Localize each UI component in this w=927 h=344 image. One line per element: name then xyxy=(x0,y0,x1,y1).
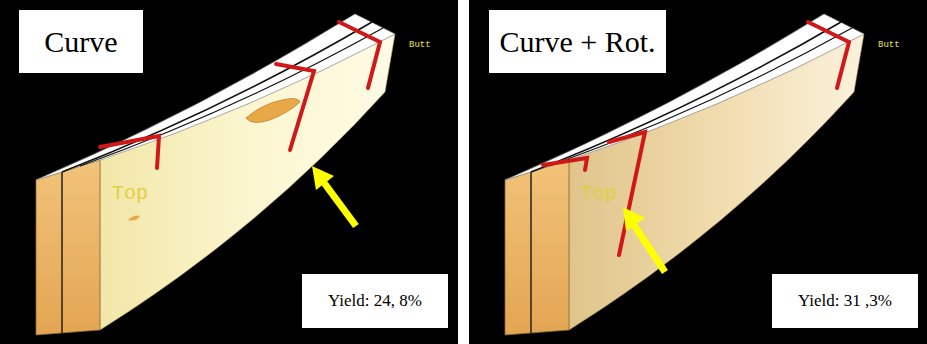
yield-box: Yield: 24, 8% xyxy=(300,272,450,330)
box-text: Yield: 31 ,3% xyxy=(798,291,892,311)
yield-box: Yield: 31 ,3% xyxy=(770,272,920,330)
box-text: Yield: 24, 8% xyxy=(328,291,422,311)
panel-ground xyxy=(0,0,458,344)
box-text: Curve xyxy=(44,25,117,59)
title-box: Curve xyxy=(17,8,145,75)
end-label: Butt xyxy=(878,40,900,50)
end-label: Butt xyxy=(409,40,431,50)
box-text: Curve + Rot. xyxy=(499,25,655,59)
panel-ground xyxy=(469,0,927,344)
face-label: Top xyxy=(112,182,148,205)
title-box: Curve + Rot. xyxy=(487,8,668,75)
face-label: Top xyxy=(581,182,617,205)
